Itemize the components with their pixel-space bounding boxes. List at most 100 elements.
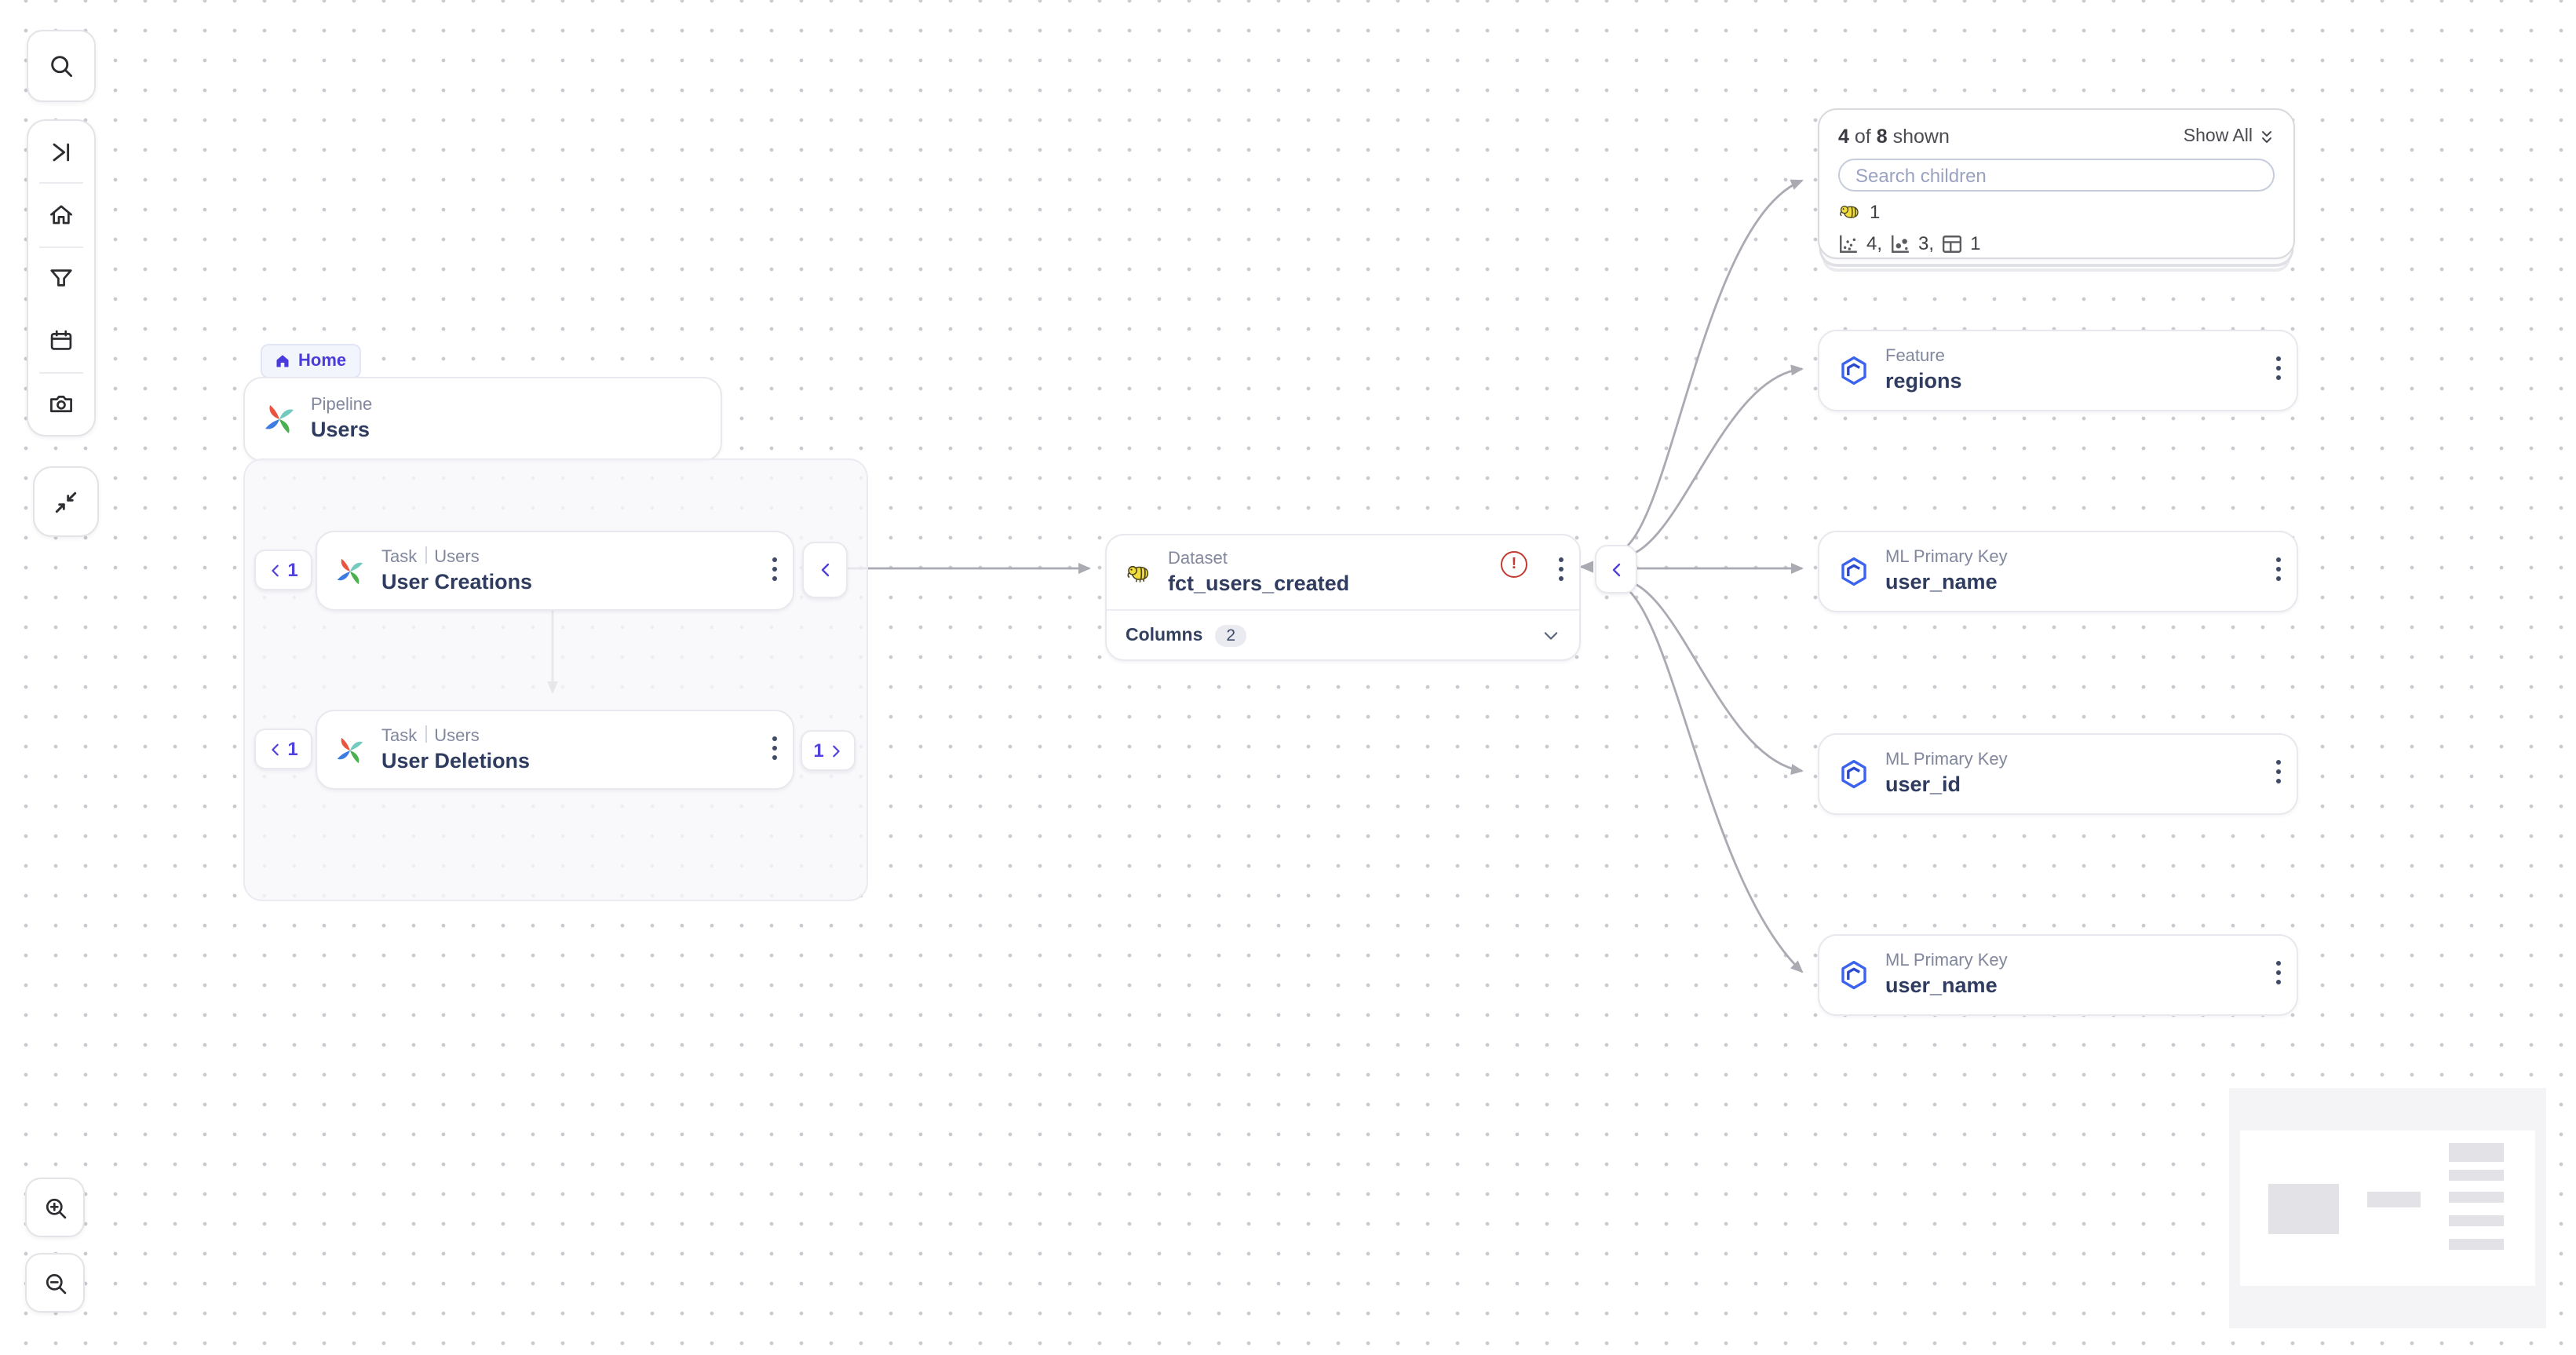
node-platform-label: Users [434, 548, 480, 567]
chevron-right-icon [832, 744, 840, 757]
pipeline-group-container [243, 458, 868, 901]
chart-dots-icon [1892, 234, 1909, 252]
calendar-button[interactable] [28, 309, 94, 371]
node-menu-button[interactable] [2271, 755, 2286, 788]
upstream-count: 1 [287, 738, 298, 760]
ml-primary-key-node-user-name-2[interactable]: ML Primary Key user_name [1818, 934, 2298, 1016]
node-title: user_name [1885, 973, 1998, 997]
minimap-node [2449, 1170, 2504, 1181]
breadcrumb-label: Home [298, 352, 347, 371]
filter-button[interactable] [28, 248, 94, 310]
edge-to-pk2 [1627, 579, 1804, 775]
ml-primary-key-node-user-name[interactable]: ML Primary Key user_name [1818, 531, 2298, 612]
toolbar-divider [39, 371, 83, 374]
type-count: 1 [1870, 201, 1881, 223]
node-title: Users [311, 418, 370, 441]
health-warning-icon[interactable]: ! [1501, 551, 1527, 578]
node-type-label: Dataset [1168, 549, 1228, 568]
airflow-pinwheel-icon [265, 405, 294, 433]
node-type-label: Task [381, 548, 418, 567]
airflow-pinwheel-icon [337, 557, 363, 584]
feast-icon [1841, 356, 1866, 385]
chevron-left-icon [820, 563, 829, 577]
node-title: user_id [1885, 772, 1961, 796]
zoom-in-button[interactable] [25, 1178, 85, 1237]
table-icon [1943, 235, 1962, 252]
collapse-graph-icon [55, 491, 77, 513]
home-button[interactable] [28, 184, 94, 247]
node-menu-button[interactable] [1554, 553, 1568, 586]
node-title: User Deletions [381, 749, 531, 772]
chevron-left-icon [1611, 562, 1620, 576]
collapse-all-button[interactable] [33, 466, 99, 537]
node-title: regions [1885, 369, 1962, 393]
chart-scatter-icon [1840, 234, 1857, 252]
search-children-input[interactable] [1838, 159, 2275, 192]
zoom-in-icon [45, 1197, 66, 1218]
ml-primary-key-node-user-id[interactable]: ML Primary Key user_id [1818, 733, 2298, 815]
node-menu-button[interactable] [768, 732, 782, 765]
hive-icon [1127, 564, 1149, 582]
node-menu-button[interactable] [2271, 352, 2286, 385]
chevron-left-icon [272, 743, 279, 755]
shown-count-text: 4 of 8 shown [1838, 126, 1950, 148]
node-menu-button[interactable] [2271, 956, 2286, 989]
type-count-row: 1 [1838, 201, 2275, 223]
home-icon [276, 355, 289, 367]
node-type-label: ML Primary Key [1885, 751, 2008, 769]
upstream-count: 1 [287, 559, 298, 581]
breadcrumb[interactable]: Home [261, 344, 361, 378]
expand-downstream-pill[interactable]: 1 [801, 730, 856, 771]
screenshot-button[interactable] [28, 373, 94, 435]
pipeline-node[interactable]: Pipeline Users [243, 377, 722, 462]
feature-node-regions[interactable]: Feature regions [1818, 330, 2298, 411]
minimap-node [2268, 1184, 2339, 1234]
collapse-children-pill[interactable] [1595, 545, 1637, 593]
home-icon [50, 205, 72, 225]
edge-to-pk3 [1622, 584, 1804, 973]
filter-icon [50, 270, 72, 287]
label-divider [425, 546, 427, 564]
double-chevron-down-icon [2262, 130, 2271, 142]
node-type-label: Pipeline [311, 396, 373, 415]
minimap-node [2449, 1143, 2504, 1162]
node-type-label: Feature [1885, 347, 1945, 366]
expand-upstream-pill[interactable]: 1 [254, 729, 312, 769]
chevron-down-icon [1544, 631, 1558, 639]
hive-icon [1840, 206, 1859, 218]
show-all-button[interactable]: Show All [2184, 127, 2275, 146]
camera-icon [50, 396, 72, 413]
columns-count-badge: 2 [1215, 624, 1247, 646]
type-count: 1 [1970, 232, 1981, 254]
node-menu-button[interactable] [2271, 553, 2286, 586]
type-count: 3, [1918, 232, 1935, 254]
edge-to-feature [1627, 364, 1804, 557]
edge-arrowhead-into-dataset [1579, 561, 1593, 573]
type-count: 4, [1866, 232, 1883, 254]
zoom-out-icon [45, 1273, 66, 1294]
children-summary-panel[interactable]: 4 of 8 shown Show All 1 4, 3, 1 [1818, 108, 2295, 259]
node-title: user_name [1885, 570, 1998, 593]
toolbar-divider [39, 182, 83, 184]
columns-label: Columns [1126, 626, 1203, 645]
minimap-node [2449, 1239, 2504, 1250]
collapse-downstream-pill[interactable] [802, 542, 848, 598]
downstream-count: 1 [813, 740, 824, 762]
search-button[interactable] [27, 30, 96, 102]
dataset-node-fct-users-created[interactable]: Dataset fct_users_created ! Columns 2 [1105, 534, 1581, 661]
skip-to-end-button[interactable] [28, 121, 94, 183]
minimap-node [2449, 1192, 2504, 1203]
node-menu-button[interactable] [768, 553, 782, 586]
toolbar-divider [39, 246, 83, 248]
node-type-label: ML Primary Key [1885, 951, 2008, 970]
edge-to-children-panel [1622, 179, 1804, 551]
search-icon [51, 56, 73, 78]
zoom-out-button[interactable] [25, 1253, 85, 1313]
columns-expander[interactable]: Columns 2 [1107, 609, 1579, 659]
airflow-pinwheel-icon [337, 736, 363, 763]
expand-upstream-pill[interactable]: 1 [254, 550, 312, 590]
minimap[interactable] [2229, 1088, 2546, 1328]
